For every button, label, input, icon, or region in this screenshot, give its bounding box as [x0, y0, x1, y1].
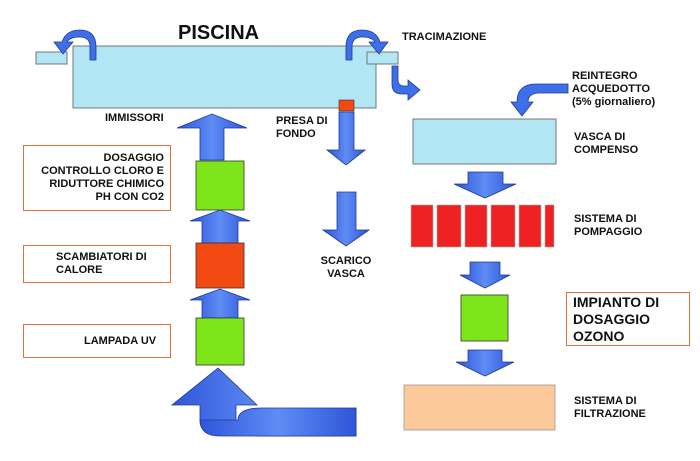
pool-tank: [72, 45, 377, 109]
drain-arrow: [321, 191, 371, 247]
dosing-chlorine-label: DOSAGGIO CONTROLLO CLORO E RIDUTTORE CHI…: [41, 152, 164, 203]
bottom-intake-label: PRESA DI FONDO: [276, 115, 328, 140]
compensation-tank-label: VASCA DI COMPENSO: [574, 131, 639, 156]
overflow-label: TRACIMAZIONE: [402, 31, 487, 43]
uv-lamp-label: LAMPADA UV: [84, 334, 157, 347]
refill-arrow: [510, 83, 569, 117]
down-arrow-2: [459, 261, 511, 289]
up-arrow-3: [189, 288, 251, 319]
drain-label: SCARICO VASCA: [320, 255, 372, 280]
pool-overflow-left: [35, 51, 68, 65]
down-arrow-3: [455, 349, 515, 377]
refill-label: REINTEGRO ACQUEDOTTO (5% giornaliero): [572, 70, 656, 108]
filtration-tank: [403, 384, 556, 431]
bottom-intake-arrow: [325, 111, 367, 166]
uv-lamp-box: LAMPADA UV: [23, 324, 171, 358]
filtration-label: SISTEMA DI FILTRAZIONE: [574, 395, 646, 420]
overflow-arrow-right: [345, 29, 389, 61]
overflow-arrow-left: [53, 29, 97, 61]
up-arrow-2: [189, 209, 251, 244]
return-arrow-base: [199, 407, 357, 437]
down-arrow-1: [453, 171, 517, 199]
pool-title: PISCINA: [178, 22, 260, 44]
pool-overflow-right: [366, 51, 399, 65]
dosing-chlorine-unit: [195, 160, 245, 211]
dosing-chlorine-box: DOSAGGIO CONTROLLO CLORO E RIDUTTORE CHI…: [23, 145, 171, 211]
uv-lamp-unit: [195, 317, 245, 366]
heat-exchanger-label: SCAMBIATORI DI CALORE: [56, 251, 147, 276]
to-compensation-arrow: [391, 65, 421, 101]
bottom-intake-marker: [338, 99, 355, 112]
up-arrow-top: [176, 113, 248, 161]
pump-system-label: SISTEMA DI POMPAGGIO: [574, 213, 643, 238]
heat-exchanger-box: SCAMBIATORI DI CALORE: [23, 245, 171, 283]
compensation-tank: [412, 118, 557, 165]
heat-exchanger-unit: [195, 242, 245, 289]
inlets-label: IMMISSORI: [105, 112, 164, 124]
ozone-dosing-unit: [460, 294, 509, 342]
pump-system: [410, 204, 555, 248]
ozone-dosing-label: IMPIANTO DI DOSAGGIO OZONO: [573, 293, 660, 344]
ozone-dosing-box: IMPIANTO DI DOSAGGIO OZONO: [566, 292, 690, 346]
